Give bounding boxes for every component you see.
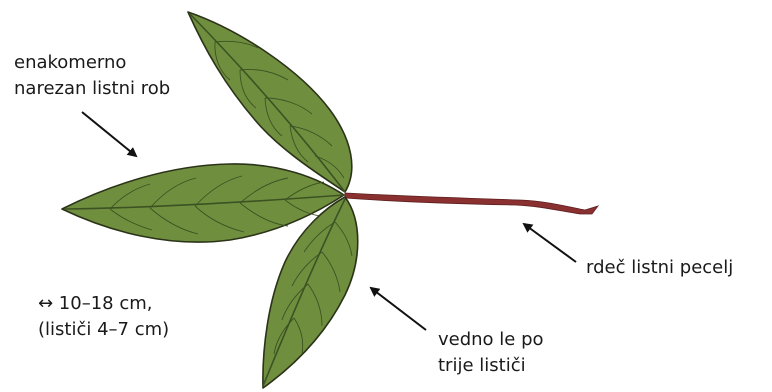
label-leaflets-line2: trije lističi [438,355,526,376]
label-leaflets: vedno le po trije lističi [438,327,544,379]
label-edge-line2: narezan listni rob [14,78,171,99]
label-petiole: rdeč listni pecelj [586,255,733,281]
label-size-line2: (lističi 4–7 cm) [38,319,170,340]
arrow-edge [81,111,138,158]
arrow-leaflets [369,286,427,331]
label-edge-line1: enakomerno [14,52,127,73]
label-size-line1: ↔ 10–18 cm, [38,293,153,314]
petiole [344,192,600,215]
left-leaflet [61,163,345,243]
upper-leaflet [187,11,353,193]
lower-leaflet [262,196,359,389]
label-petiole-text: rdeč listni pecelj [586,257,734,278]
label-leaflets-line1: vedno le po [438,329,544,350]
label-edge: enakomerno narezan listni rob [14,50,170,102]
arrow-petiole [522,222,577,263]
label-size: ↔ 10–18 cm, (lističi 4–7 cm) [38,291,169,343]
